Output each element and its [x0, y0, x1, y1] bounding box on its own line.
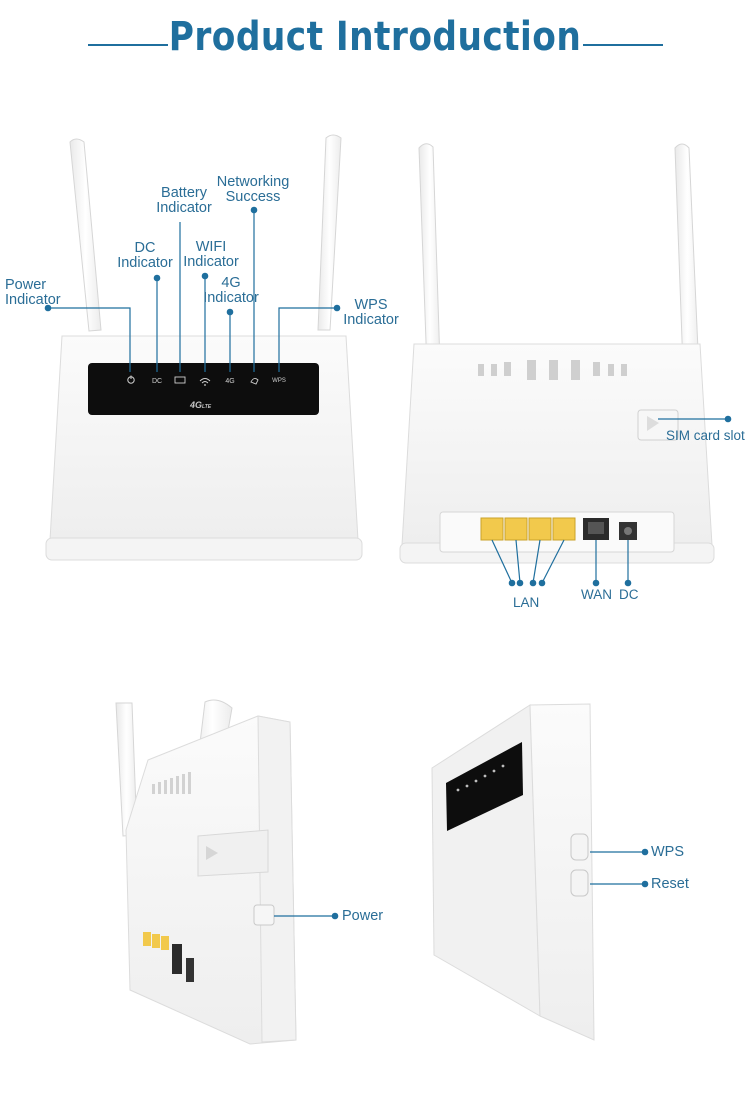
label-power-indicator: Power Indicator [5, 278, 61, 308]
label-4g-line1: 4G [221, 275, 241, 291]
label-4g-indicator: 4G Indicator [198, 276, 264, 306]
label-wifi-line1: WIFI [195, 239, 227, 255]
router-back [399, 143, 732, 587]
label-battery-line1: Battery [161, 185, 207, 201]
panel-4g-mark: 4G [225, 378, 235, 385]
battery-led-icon [174, 376, 186, 384]
side-led-panel [446, 742, 523, 831]
panel-logo: 4GLTE [190, 398, 211, 415]
label-networking-line1: Networking [216, 174, 290, 190]
router-side-left [115, 699, 339, 1045]
side-dc-jack [186, 958, 194, 982]
wifi-led-icon [199, 378, 211, 384]
panel-logo-main: 4G [190, 400, 203, 410]
label-4g-line2: Indicator [203, 290, 259, 306]
side-sim-recess [197, 829, 269, 877]
side-wan-port [172, 944, 182, 974]
networking-led-icon [250, 377, 259, 385]
router-side-right [431, 703, 649, 1041]
label-dc-line2: Indicator [117, 255, 173, 271]
antenna-left [69, 138, 102, 332]
back-leader-dots [508, 415, 732, 587]
router-side-front-face [431, 704, 541, 1017]
router-front-base [45, 537, 363, 561]
label-wps-line1: WPS [354, 297, 388, 313]
label-reset-button: Reset [651, 876, 689, 892]
label-battery-indicator: Battery Indicator [150, 186, 218, 216]
router-side-side-face [529, 703, 595, 1041]
panel-dc-mark: DC [151, 378, 163, 385]
led-panel [88, 363, 319, 415]
side-power-button [253, 904, 275, 926]
label-wifi-line2: Indicator [183, 254, 239, 270]
side-lan-ports [143, 932, 169, 950]
label-wps-button: WPS [651, 844, 685, 860]
label-power-line2: Indicator [5, 292, 61, 308]
front-leader-dots [44, 206, 341, 316]
side-wps-button [570, 833, 589, 861]
lan-ports [480, 517, 576, 541]
front-leader-lines [48, 210, 337, 372]
panel-logo-sub: LTE [202, 404, 212, 410]
label-battery-line2: Indicator [156, 200, 212, 216]
antenna-right [317, 134, 342, 331]
label-networking-success: Networking Success [210, 175, 296, 205]
title-line-left [88, 44, 168, 46]
label-dc: DC [619, 587, 639, 602]
page-title: Product Introduction [168, 14, 582, 60]
label-power-line1: Power [5, 277, 47, 293]
label-sim-card-slot: SIM card slot [666, 428, 745, 443]
side-vent-slots [152, 772, 191, 794]
back-leader-lines [491, 418, 728, 584]
label-lan: LAN [513, 595, 540, 610]
label-wifi-indicator: WIFI Indicator [178, 240, 244, 270]
label-wps-line2: Indicator [343, 312, 399, 328]
label-power-button: Power [342, 908, 384, 924]
label-dc-line1: DC [134, 240, 156, 256]
label-wan: WAN [581, 587, 612, 602]
side-reset-button [570, 869, 589, 897]
label-wps-indicator: WPS Indicator [338, 298, 404, 328]
title-line-right [583, 44, 663, 46]
vent-slots [478, 360, 627, 380]
label-networking-line2: Success [225, 189, 281, 205]
label-dc-indicator: DC Indicator [112, 241, 178, 271]
panel-wps-mark: WPS [272, 378, 286, 384]
router-front [44, 134, 363, 561]
